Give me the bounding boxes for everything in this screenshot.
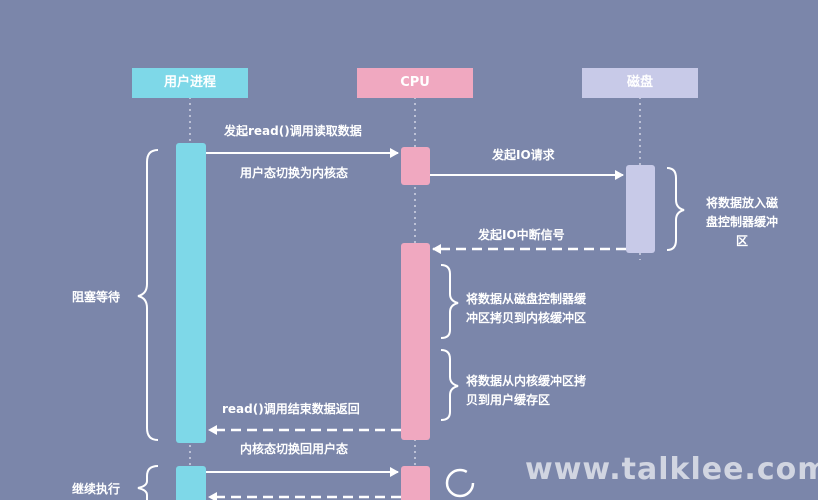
cpu-header: CPU [357, 68, 473, 98]
copy-user-brace [440, 349, 459, 421]
copy-to-kernel-note: 将数据从磁盘控制器缓 冲区拷贝到内核缓冲区 [466, 292, 587, 325]
continue-label: 继续执行 [72, 482, 121, 496]
continue-brace [137, 465, 159, 500]
user-process-activation-continue [176, 466, 206, 500]
cpu-activation-long [401, 243, 430, 440]
switch-kernel-label: 用户态切换为内核态 [240, 166, 349, 180]
io-request-label: 发起IO请求 [492, 148, 555, 162]
disk-buffer-note: 将数据放入磁 盘控制器缓冲 区 [705, 196, 778, 248]
blocked-label: 阻塞等待 [72, 290, 121, 304]
read-return-label: read()调用结束数据返回 [222, 402, 360, 416]
user-process-header: 用户进程 [132, 68, 248, 98]
cpu-activation-short [401, 147, 430, 185]
blocked-brace [137, 149, 159, 441]
disk-header: 磁盘 [582, 68, 698, 98]
switch-user-label: 内核态切换回用户态 [240, 442, 349, 456]
watermark: www.talklee.com [525, 452, 818, 487]
loop-icon [445, 468, 475, 498]
disk-activation [626, 165, 655, 253]
copy-kernel-brace [440, 264, 459, 339]
cpu-activation-continue [401, 466, 430, 500]
disk-brace [666, 167, 685, 251]
user-process-activation [176, 143, 206, 443]
copy-to-user-note: 将数据从内核缓冲区拷 贝到用户缓存区 [466, 374, 587, 407]
read-call-label: 发起read()调用读取数据 [224, 124, 362, 138]
io-interrupt-label: 发起IO中断信号 [478, 228, 565, 242]
